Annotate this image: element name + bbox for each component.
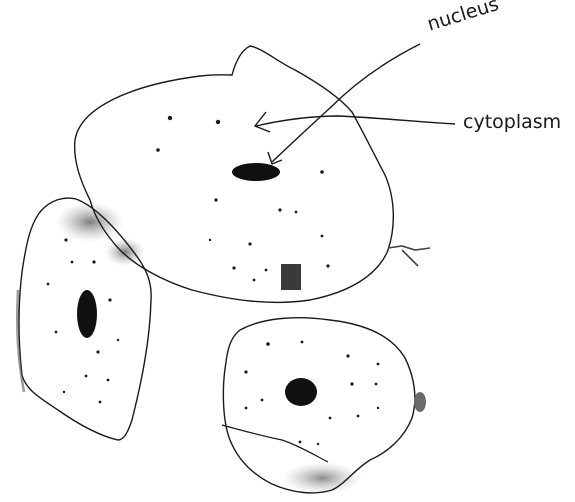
cytoplasm-label: cytoplasm bbox=[463, 113, 561, 132]
bottom-cell-shading bbox=[282, 462, 362, 494]
left-cell-nucleus bbox=[77, 290, 97, 338]
top-cell-protrusion bbox=[388, 246, 430, 266]
left-cell-shading-lower bbox=[105, 238, 145, 266]
bottom-cell-nucleus bbox=[285, 378, 317, 406]
top-cell-granules bbox=[156, 116, 329, 282]
top-cell-dark-granule bbox=[281, 264, 301, 290]
bottom-cell-protrusion bbox=[414, 392, 426, 412]
cytoplasm-pointer-line bbox=[256, 116, 455, 126]
top-cell-nucleus bbox=[232, 163, 280, 181]
cytoplasm-pointer-arrowhead bbox=[255, 112, 270, 132]
bottom-cell-inner-fold bbox=[222, 425, 328, 462]
left-cell-shading bbox=[56, 202, 124, 242]
nucleus-pointer-line bbox=[272, 44, 420, 162]
